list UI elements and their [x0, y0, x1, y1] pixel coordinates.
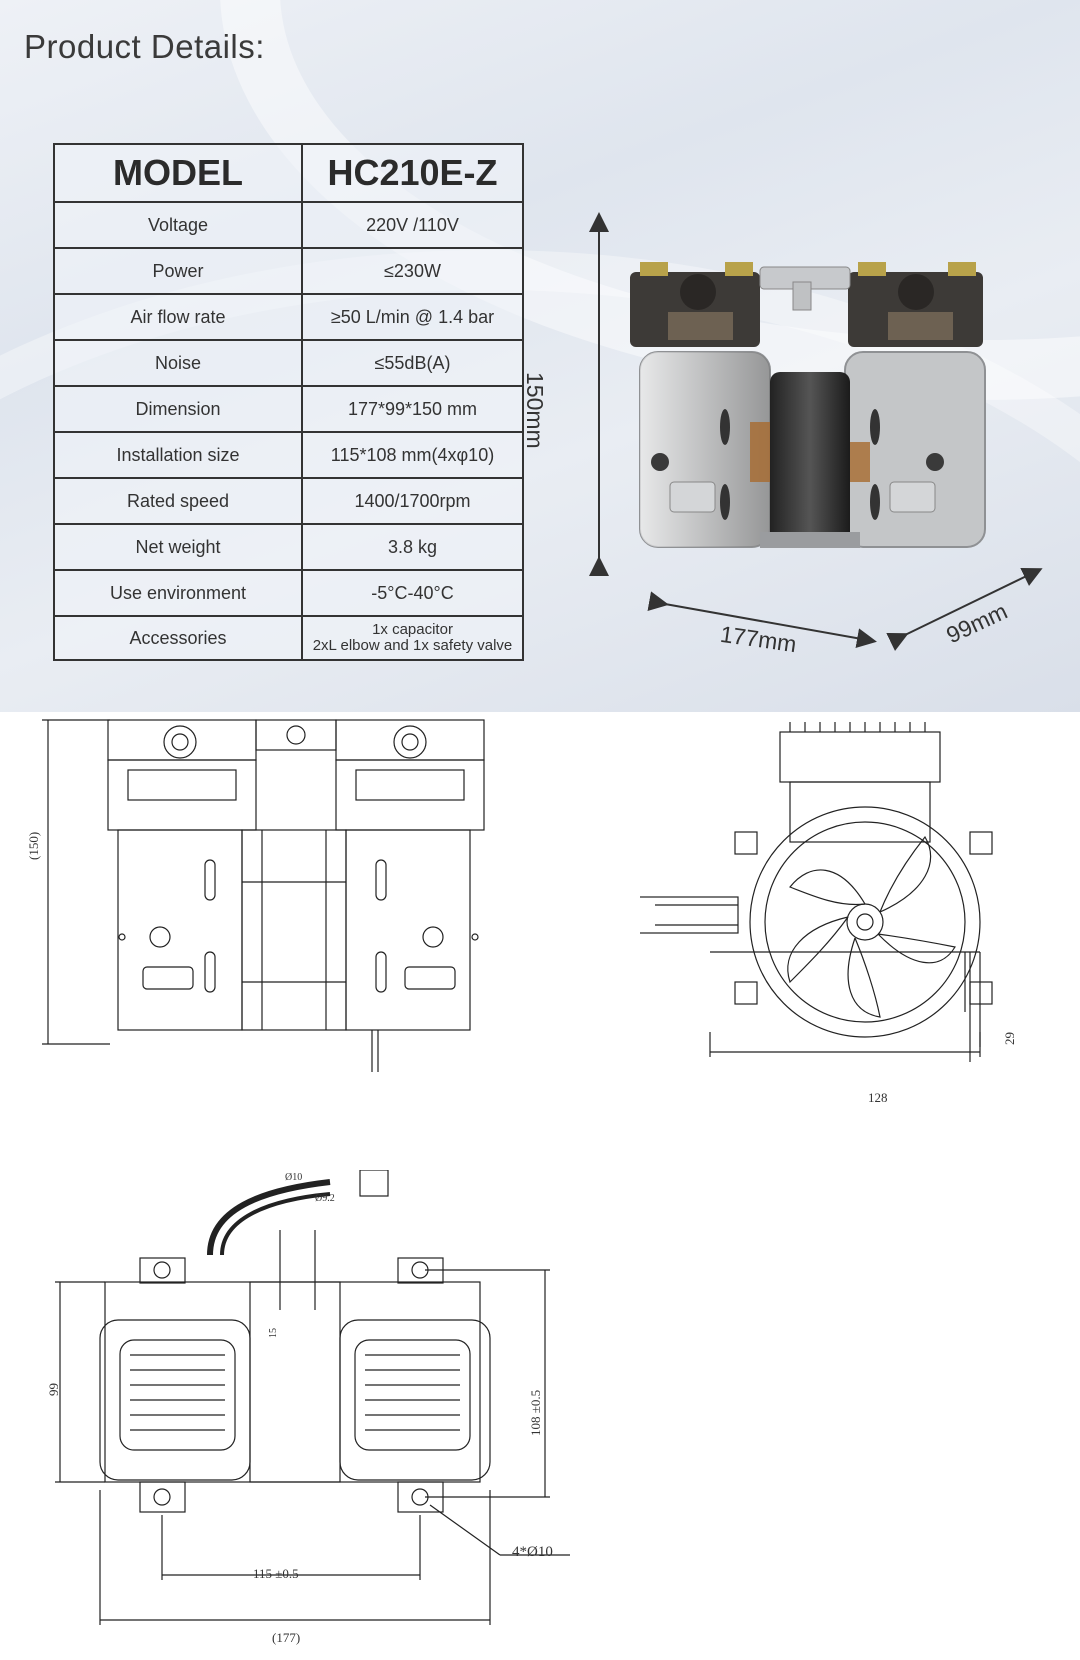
side-height-label: 29	[1002, 1032, 1017, 1045]
page-title: Product Details:	[24, 28, 265, 65]
spec-value: 3.8 kg	[301, 523, 524, 571]
bottom-depth-label: 99	[46, 1383, 61, 1396]
bottom-small-label: 15	[268, 1328, 279, 1338]
front-view-drawing	[42, 719, 485, 1072]
spec-value: 1x capacitor 2xL elbow and 1x safety val…	[301, 615, 524, 661]
spec-label: Use environment	[53, 569, 303, 617]
model-label: MODEL	[53, 143, 303, 203]
spec-row: Air flow rate≥50 L/min @ 1.4 bar	[53, 293, 524, 341]
spec-label: Noise	[53, 339, 303, 387]
accessory-line: 1x capacitor	[372, 621, 453, 638]
spec-label: Air flow rate	[53, 293, 303, 341]
bottom-d1-label: Ø10	[285, 1172, 303, 1183]
spec-row: Power≤230W	[53, 247, 524, 295]
spec-value: 220V /110V	[301, 201, 524, 249]
spec-value: 1400/1700rpm	[301, 477, 524, 525]
spec-header-row: MODEL HC210E-Z	[53, 143, 524, 203]
spec-label: Accessories	[53, 615, 303, 661]
bottom-length-label: (177)	[272, 1630, 301, 1645]
spec-label: Net weight	[53, 523, 303, 571]
height-dimension-label: 150mm	[522, 372, 548, 449]
bottom-mount-x-label: 115 ±0.5	[253, 1566, 299, 1581]
spec-value: 177*99*150 mm	[301, 385, 524, 433]
side-width-label: 128	[868, 1090, 888, 1105]
front-height-label: (150)	[26, 831, 41, 860]
bottom-holes-label: 4*Ø10	[512, 1544, 553, 1560]
spec-value: 115*108 mm(4xφ10)	[301, 431, 524, 479]
product-photo	[630, 262, 986, 548]
spec-value: ≤230W	[301, 247, 524, 295]
photo-dimension-arrows	[589, 212, 1043, 651]
spec-row: Noise≤55dB(A)	[53, 339, 524, 387]
spec-row-accessories: Accessories 1x capacitor 2xL elbow and 1…	[53, 615, 524, 661]
bottom-view-drawing	[55, 1170, 570, 1625]
model-value: HC210E-Z	[301, 143, 524, 203]
spec-label: Installation size	[53, 431, 303, 479]
spec-label: Voltage	[53, 201, 303, 249]
bottom-mount-y-label: 108 ±0.5	[528, 1389, 543, 1436]
spec-value: ≥50 L/min @ 1.4 bar	[301, 293, 524, 341]
bottom-d2-label: Ø9.2	[315, 1193, 335, 1204]
spec-label: Power	[53, 247, 303, 295]
spec-label: Rated speed	[53, 477, 303, 525]
spec-row: Use environment-5°C-40°C	[53, 569, 524, 617]
accessory-line: 2xL elbow and 1x safety valve	[312, 637, 513, 654]
spec-value: -5°C-40°C	[301, 569, 524, 617]
side-view-drawing	[640, 722, 993, 1062]
spec-value: ≤55dB(A)	[301, 339, 524, 387]
spec-label: Dimension	[53, 385, 303, 433]
